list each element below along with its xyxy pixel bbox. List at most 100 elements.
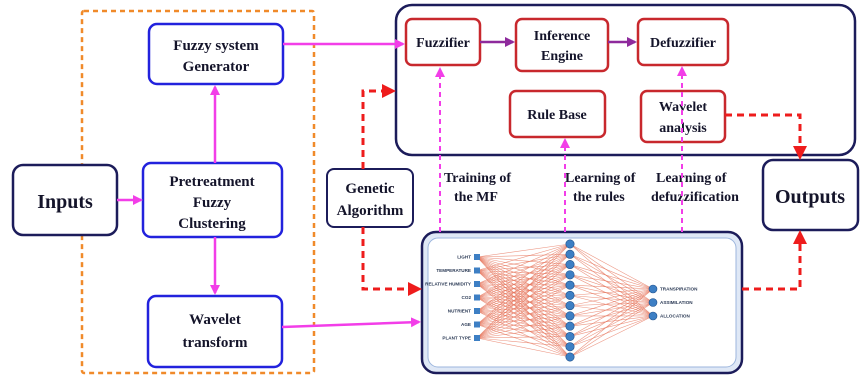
wavelet-transform-line1: Wavelet [189, 312, 241, 328]
nn-connection [476, 295, 571, 339]
nn-hidden-node [565, 311, 575, 321]
nn-connection [569, 305, 654, 317]
nn-connection [476, 243, 571, 339]
nn-connection [476, 256, 571, 276]
arrow-fuzzy-to-outputs [725, 113, 807, 160]
nn-connection [476, 310, 571, 337]
nn-connection [476, 310, 571, 348]
nn-hidden-node [565, 260, 575, 270]
nn-input-node [474, 321, 480, 328]
inputs-label: Inputs [37, 191, 93, 213]
nn-output-label: ASSIMILATION [660, 300, 693, 305]
nn-hidden-node [565, 270, 575, 280]
nn-output-node [648, 284, 658, 294]
nn-connection [569, 288, 654, 347]
nn-connection [569, 295, 654, 303]
wavelet-transform-box: Wavelet transform [146, 294, 284, 369]
wavelet-analysis-line2: analysis [659, 121, 707, 136]
nn-connection [569, 243, 654, 290]
nn-connection [476, 243, 571, 271]
nn-connection [569, 243, 654, 317]
nn-connection [476, 324, 571, 358]
nn-connection [476, 264, 571, 285]
nn-connection [476, 324, 571, 327]
nn-connection [569, 288, 654, 317]
fuzzifier-label: Fuzzifier [416, 36, 470, 51]
learning-rules-line2: the rules [573, 190, 625, 205]
nn-connection [476, 336, 571, 339]
wavelet-transform-line2: transform [183, 335, 248, 351]
fuzzy-system-frame [394, 3, 857, 157]
arrow-wavelet-to-network [281, 317, 421, 329]
wavelet-analysis-box: Wavelet analysis [639, 89, 727, 144]
inputs-box: Inputs [11, 163, 119, 237]
nn-connection [476, 325, 571, 339]
outputs-box: Outputs [761, 158, 860, 232]
nn-connection [569, 302, 654, 327]
nn-connection [476, 295, 571, 312]
nn-hidden-node [565, 352, 575, 362]
nn-hidden-node [565, 239, 575, 249]
nn-connection [476, 274, 571, 339]
nn-connection [476, 274, 571, 298]
nn-connection [476, 254, 571, 312]
nn-connection [476, 274, 571, 312]
nn-connection [476, 284, 571, 325]
inference-line1: Inference [534, 29, 591, 44]
nn-connection [569, 302, 654, 317]
genetic-line2: Algorithm [337, 203, 404, 219]
nn-output-label: ALLOCATION [660, 314, 690, 319]
nn-connection [569, 315, 654, 327]
nn-connection [476, 274, 571, 285]
nn-connection [476, 264, 571, 325]
rule-base-box: Rule Base [508, 89, 607, 139]
nn-connection [569, 302, 654, 337]
wavelet-analysis-line1: Wavelet [659, 100, 708, 115]
nn-connection [476, 264, 571, 298]
nn-hidden-node [565, 301, 575, 311]
nn-connection [476, 243, 571, 258]
nn-connection [476, 253, 571, 258]
nn-input-label: RELATIVE HUMIDITY [425, 282, 471, 287]
fuzzifier-box: Fuzzifier [404, 17, 482, 67]
defuzzifier-label: Defuzzifier [650, 36, 716, 51]
nn-connection [569, 295, 654, 317]
nn-connection [476, 310, 571, 327]
nn-connection [569, 288, 654, 306]
nn-connection [569, 264, 654, 317]
nn-connection [569, 302, 654, 347]
arrow-network-to-outputs [742, 230, 807, 291]
nn-connection [569, 254, 654, 317]
nn-connection [569, 254, 654, 303]
defuzzifier-box: Defuzzifier [636, 17, 730, 67]
nn-connection [476, 295, 571, 325]
learning-defuzz-line1: Learning of [656, 171, 727, 186]
nn-connection [476, 254, 571, 339]
nn-connection [569, 274, 654, 317]
nn-connection [569, 315, 654, 337]
nn-connection [476, 254, 571, 298]
rule-base-label: Rule Base [527, 108, 587, 123]
nn-hidden-node [565, 321, 575, 331]
nn-connection [476, 310, 571, 358]
nn-connection [476, 254, 571, 325]
nn-connection [569, 302, 654, 358]
inference-engine-box: Inference Engine [514, 17, 610, 73]
inference-line2: Engine [541, 49, 583, 64]
outputs-label: Outputs [775, 186, 845, 208]
nn-connection [569, 288, 654, 327]
genetic-algorithm-box: Genetic Algorithm [326, 168, 414, 228]
nn-connection [476, 264, 571, 339]
nn-connection [569, 264, 654, 303]
arrow-genetic-to-fuzzy [361, 84, 396, 169]
nn-hidden-node [565, 342, 575, 352]
nn-input-label: LIGHT [457, 255, 471, 260]
nn-connection [476, 284, 571, 339]
nn-connection [476, 305, 571, 339]
nn-connection [569, 288, 654, 358]
nn-hidden-node [565, 280, 575, 290]
pretreatment-line2: Fuzzy [193, 195, 232, 211]
nn-connection [476, 337, 571, 348]
nn-connection [569, 288, 654, 337]
pretreatment-line3: Clustering [178, 216, 246, 232]
